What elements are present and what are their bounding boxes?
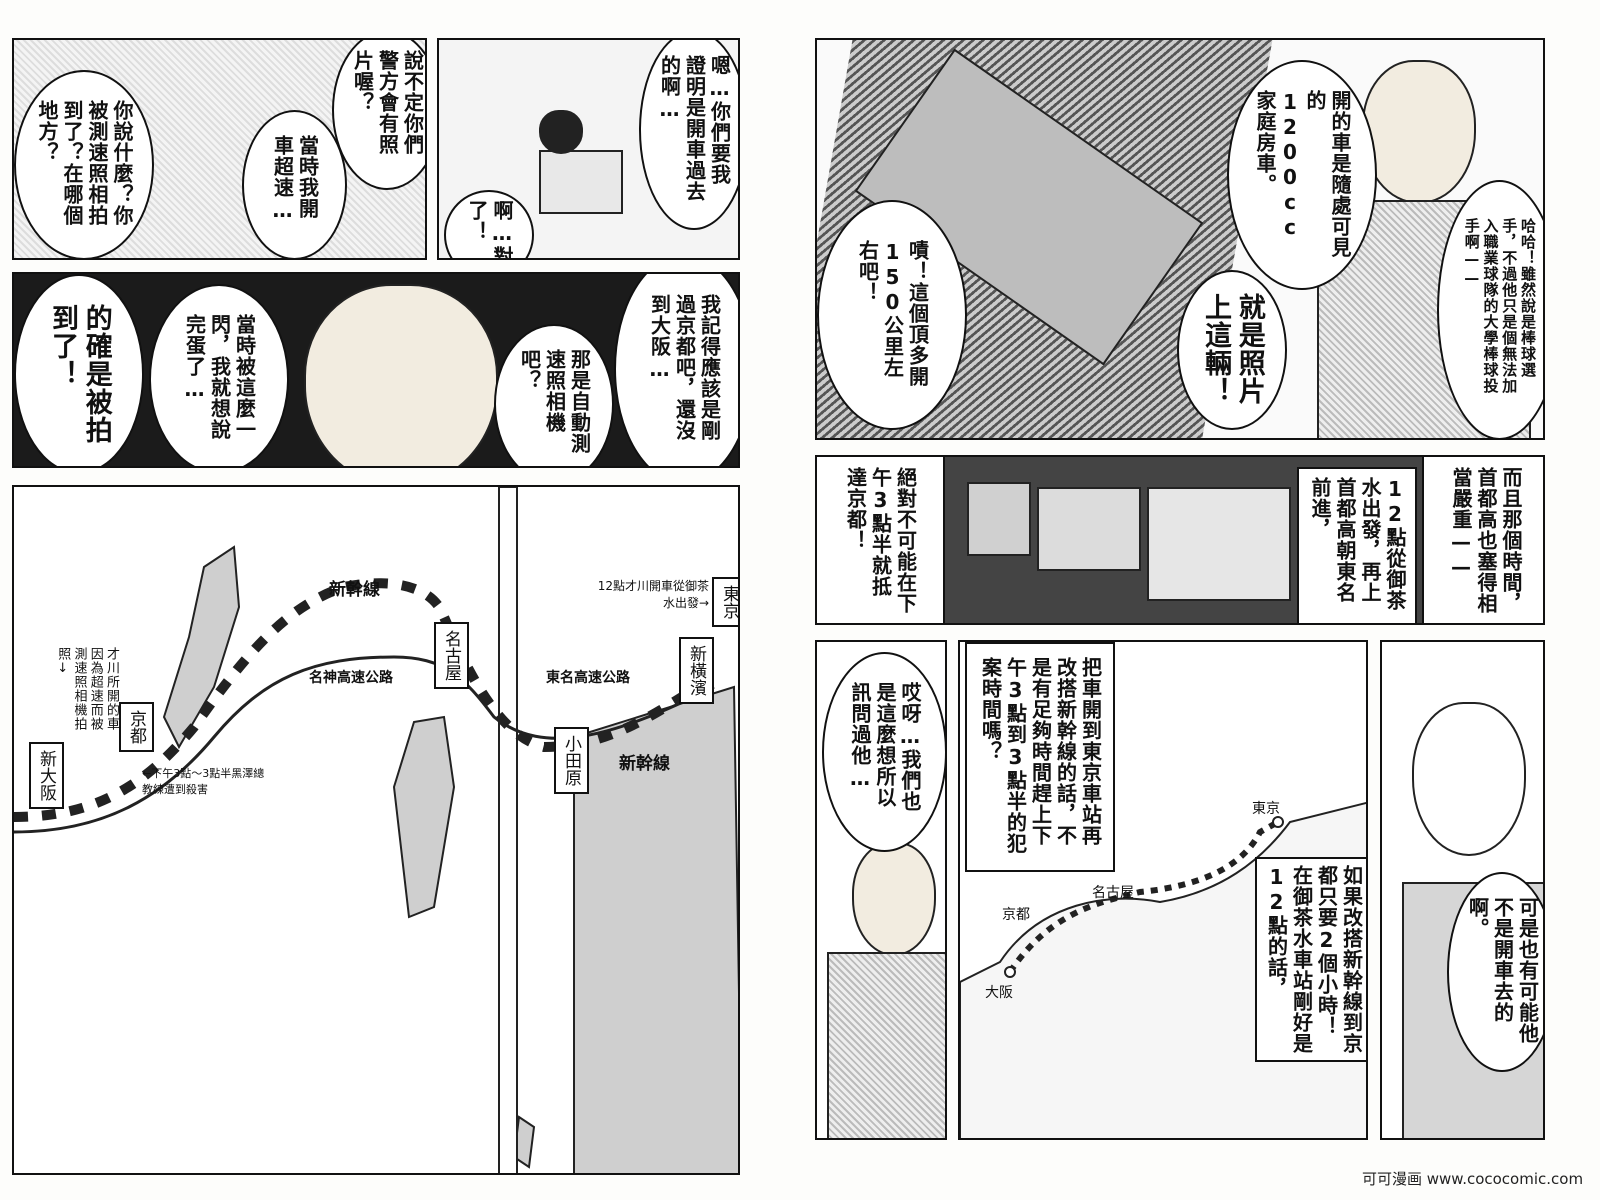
table — [539, 150, 623, 214]
bubble-text: 你說什麼？你被測速照相拍到了？在哪個地方？ — [35, 100, 134, 226]
speech-bubble: 我記得應該是剛過京都吧，還沒到大阪… — [614, 274, 738, 466]
speech-bubble: 開的車是隨處可見的1200cc家庭房車。 — [1227, 60, 1377, 290]
station-odawara: 小田原 — [554, 727, 589, 794]
panel-young-detective: 可是也有可能他不是開車去的啊。 — [1380, 640, 1545, 1140]
bubble-text: 當時被這麼一閃，我就想說完蛋了… — [182, 314, 257, 440]
panel-traffic-jam: 而且那個時間，首都高也塞得相當嚴重—— 12點從御茶水出發，再上首都高朝東名前進… — [815, 455, 1545, 625]
young-detective-face — [1412, 702, 1526, 856]
suspect-face — [304, 284, 498, 466]
bubble-text: 我記得應該是剛過京都吧，還沒到大阪… — [647, 294, 722, 441]
caption-text: 絕對不可能在下午3點半就抵達京都！ — [843, 467, 918, 614]
bubble-text: 嘖！這個頂多開150公里左右吧！ — [855, 240, 930, 387]
tomei-label: 東名高速公路 — [546, 670, 630, 686]
shinkansen-route — [1007, 819, 1280, 974]
speech-bubble: 說不定你們警方會有照片喔？ — [332, 40, 425, 190]
bubble-text: 哈哈！雖然說是棒球選手，不過他只是個無法加入職業球隊的大學棒球投手啊—— — [1462, 217, 1537, 394]
map-label-osaka: 大阪 — [985, 985, 1013, 1001]
panel-old-detective: 哎呀…我們也是這麼想所以訊問過他… — [815, 640, 947, 1140]
bubble-text: 說不定你們警方會有照片喔？ — [350, 50, 425, 155]
bubble-text: 啊…對了！ — [465, 200, 514, 260]
station-shin-yokohama: 新橫濱 — [679, 637, 714, 704]
shinkansen-line — [14, 578, 717, 822]
old-detective-suit — [827, 952, 945, 1138]
caption-box: 12點從御茶水出發，再上首都高朝東名前進， — [1297, 467, 1417, 623]
caption-box: 如果改搭新幹線到京都只要2個小時！在御茶水車站剛好是12點的話， — [1255, 857, 1366, 1062]
panel-interrogation-overhead: 嗯…你們要我證明是開車過去的啊… 啊…對了！ — [437, 38, 740, 260]
speech-bubble: 哎呀…我們也是這麼想所以訊問過他… — [822, 652, 945, 852]
bubble-text: 那是自動測速照相機吧？ — [517, 349, 592, 454]
map-label-kyoto: 京都 — [1002, 907, 1030, 923]
bubble-text: 的確是被拍到了！ — [47, 304, 112, 444]
bubble-text: 就是照片上這輛！ — [1200, 292, 1265, 405]
old-detective-face — [852, 842, 936, 956]
speech-bubble: 你說什麼？你被測速照相拍到了？在哪個地方？ — [14, 70, 154, 258]
caption-box: 把車開到東京車站再改搭新幹線的話，不是有足夠時間趕上下午3點到3點半的犯案時間嗎… — [965, 642, 1115, 872]
note-camera: 才川所開的車因為超速而被測速照相機拍照↓ — [55, 647, 119, 731]
tokyo-marker — [1272, 816, 1284, 828]
speech-bubble: 的確是被拍到了！ — [14, 274, 144, 466]
speech-bubble: 嘖！這個頂多開150公里左右吧！ — [817, 200, 967, 430]
page-fold-divider — [498, 487, 518, 1173]
car — [1147, 487, 1291, 601]
caption-text: 把車開到東京車站再改搭新幹線的話，不是有足夠時間趕上下午3點到3點半的犯案時間嗎… — [978, 657, 1103, 854]
caption-text: 如果改搭新幹線到京都只要2個小時！在御茶水車站剛好是12點的話， — [1264, 864, 1364, 1054]
car — [1037, 487, 1141, 571]
speech-bubble: 可是也有可能他不是開車去的啊。 — [1447, 872, 1543, 1072]
speech-bubble: 啊…對了！ — [444, 190, 534, 260]
peninsula — [392, 715, 456, 919]
osaka-marker — [1004, 966, 1016, 978]
bubble-text: 開的車是隨處可見的1200cc家庭房車。 — [1253, 90, 1352, 258]
speech-bubble: 當時我開車超速… — [242, 110, 347, 258]
panel-japan-map: 東京 名古屋 京都 大阪 把車開到東京車站再改搭新幹線的話，不是有足夠時間趕上下… — [958, 640, 1368, 1140]
bubble-text: 可是也有可能他不是開車去的啊。 — [1465, 897, 1540, 1044]
bubble-text: 當時我開車超速… — [270, 135, 320, 223]
shinkansen-label-2: 新幹線 — [619, 754, 670, 774]
shinkansen-label: 新幹線 — [329, 580, 380, 600]
note-murder: ←下午3點～3點半黑澤總教練遭到殺害 — [142, 767, 265, 796]
caption-text: 而且那個時間，首都高也塞得相當嚴重—— — [1449, 467, 1523, 614]
speech-bubble: 那是自動測速照相機吧？ — [494, 324, 614, 466]
man-with-photo — [1362, 60, 1476, 204]
lake-biwa — [162, 545, 241, 750]
speech-bubble: 當時被這麼一閃，我就想說完蛋了… — [149, 284, 289, 466]
map-drawing — [14, 487, 738, 1173]
watermark: 可可漫画 www.cococomic.com — [1362, 1170, 1584, 1188]
caption-text: 12點從御茶水出發，再上首都高朝東名前進， — [1308, 477, 1407, 611]
station-tokyo: 東京 — [712, 577, 738, 627]
caption-box: 而且那個時間，首都高也塞得相當嚴重—— — [1422, 457, 1543, 623]
bubble-text: 哎呀…我們也是這麼想所以訊問過他… — [848, 682, 922, 812]
panel-suspect-closeup: 我記得應該是剛過京都吧，還沒到大阪… 那是自動測速照相機吧？ 當時被這麼一閃，我… — [12, 272, 740, 468]
speech-bubble: 嗯…你們要我證明是開車過去的啊… — [639, 40, 738, 230]
panel-interrogation-room: 說不定你們警方會有照片喔？ 當時我開車超速… 你說什麼？你被測速照相拍到了？在哪… — [12, 38, 427, 260]
station-kyoto: 京都 — [119, 702, 154, 752]
speech-bubble: 哈哈！雖然說是棒球選手，不過他只是個無法加入職業球隊的大學棒球投手啊—— — [1437, 180, 1543, 438]
detective-figure — [539, 110, 583, 154]
caption-box: 絕對不可能在下午3點半就抵達京都！ — [817, 457, 945, 623]
meishin-label: 名神高速公路 — [309, 670, 393, 686]
bubble-text: 嗯…你們要我證明是開車過去的啊… — [657, 55, 732, 202]
station-shin-osaka: 新大阪 — [29, 742, 64, 809]
map-label-tokyo: 東京 — [1252, 801, 1280, 817]
map-label-nagoya: 名古屋 — [1092, 885, 1134, 901]
panel-route-map: 新幹線 新幹線 名神高速公路 東名高速公路 東京 新橫濱 名古屋 小田原 京都 … — [12, 485, 740, 1175]
note-start: 12點才川開車從御茶水出發→ — [597, 579, 709, 610]
car — [967, 482, 1031, 556]
panel-car-photo: 開的車是隨處可見的1200cc家庭房車。 哈哈！雖然說是棒球選手，不過他只是個無… — [815, 38, 1545, 440]
speech-bubble: 就是照片上這輛！ — [1177, 270, 1287, 430]
station-nagoya: 名古屋 — [434, 622, 469, 689]
